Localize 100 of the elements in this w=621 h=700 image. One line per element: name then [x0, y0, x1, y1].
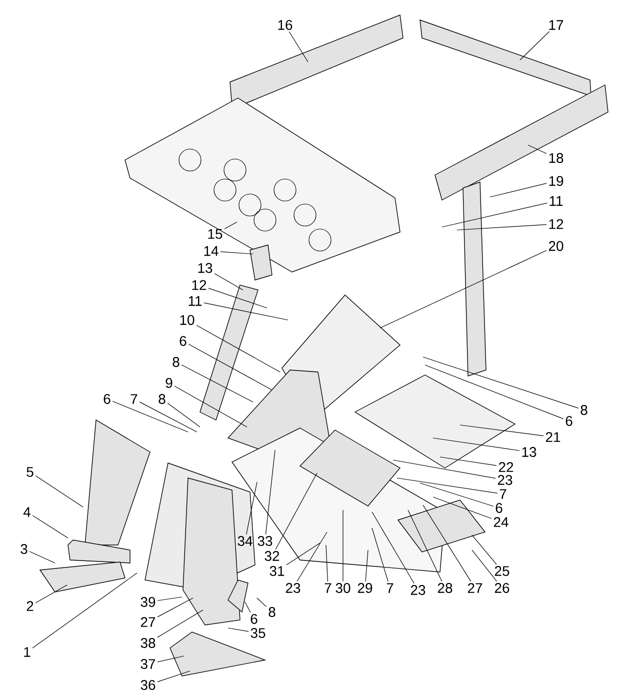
- leader-line: [220, 251, 254, 254]
- callout-number: 6: [496, 503, 502, 513]
- leader-line: [265, 450, 276, 535]
- callout-number: 11: [188, 296, 202, 306]
- callout-number: 34: [238, 536, 252, 546]
- callout-number: 20: [548, 241, 564, 251]
- callout-number: 25: [494, 566, 510, 576]
- callout-number: 36: [140, 680, 156, 690]
- callout-number: 19: [549, 176, 564, 186]
- leader-line: [392, 460, 496, 479]
- callout-number: 6: [180, 336, 186, 346]
- leader-line: [208, 288, 268, 308]
- callout-number: 38: [140, 638, 156, 648]
- callout-number: 27: [468, 583, 482, 593]
- callout-number: 1: [24, 647, 30, 657]
- callout-number: 23: [286, 583, 300, 593]
- callout-number: 29: [358, 583, 372, 593]
- callout-number: 5: [26, 467, 34, 477]
- leader-line: [442, 202, 548, 228]
- leader-line: [326, 544, 328, 582]
- leader-line: [380, 250, 547, 328]
- leader-line: [460, 424, 544, 436]
- leader-line: [224, 222, 238, 230]
- leader-line: [157, 670, 190, 682]
- callout-number: 7: [386, 583, 394, 593]
- leader-line: [32, 515, 68, 538]
- leader-line: [528, 144, 547, 154]
- callout-number: 32: [264, 551, 280, 561]
- callout-number: 35: [250, 628, 266, 638]
- leader-line: [157, 596, 182, 601]
- leader-line: [174, 386, 248, 428]
- leader-line: [456, 224, 547, 230]
- leader-line: [440, 456, 497, 466]
- leader-line: [372, 528, 388, 582]
- leader-line: [372, 512, 414, 584]
- leader-line: [112, 400, 188, 432]
- callout-number: 23: [410, 585, 426, 595]
- callout-number: 12: [192, 280, 206, 290]
- callout-number: 4: [23, 507, 30, 517]
- leader-line: [296, 532, 328, 582]
- callout-number: 2: [26, 601, 34, 611]
- leader-line: [342, 510, 344, 582]
- callout-number: 8: [580, 405, 588, 415]
- callout-number: 16: [278, 20, 292, 30]
- leader-line: [32, 572, 138, 648]
- callout-number: 26: [494, 583, 510, 593]
- leader-line: [256, 598, 267, 608]
- callout-number: 22: [498, 462, 514, 472]
- leader-line: [196, 325, 280, 372]
- callout-number: 12: [549, 219, 564, 229]
- callout-number: 3: [20, 544, 28, 554]
- leader-line: [422, 504, 472, 582]
- callout-number: 10: [180, 315, 194, 325]
- leader-line: [422, 356, 579, 408]
- callout-number: 13: [522, 447, 536, 457]
- leader-line: [244, 602, 251, 613]
- leader-line: [424, 364, 564, 420]
- leader-line: [275, 472, 318, 550]
- leader-line: [204, 302, 288, 320]
- callout-number: 6: [566, 416, 572, 426]
- leader-line: [157, 598, 194, 618]
- leader-line: [432, 496, 492, 519]
- leader-line: [288, 31, 308, 62]
- callout-number: 21: [546, 432, 560, 442]
- leader-line: [520, 31, 550, 60]
- leader-line: [29, 551, 56, 564]
- leader-line: [35, 475, 84, 508]
- callout-number: 37: [140, 659, 156, 669]
- leader-line: [420, 482, 494, 507]
- leader-line: [214, 273, 244, 290]
- callout-number: 7: [130, 394, 138, 404]
- callout-number: 33: [258, 536, 272, 546]
- leader-line: [246, 482, 258, 535]
- callout-number: 23: [498, 475, 512, 485]
- leader-line: [432, 438, 520, 451]
- callout-number: 31: [270, 566, 284, 576]
- leader-line: [286, 542, 320, 566]
- callout-number: 14: [204, 246, 218, 256]
- leader-line: [472, 550, 498, 582]
- callout-number: 18: [549, 153, 564, 163]
- callout-number: 27: [140, 617, 156, 627]
- callout-number: 7: [500, 489, 506, 499]
- callout-number: 6: [250, 614, 258, 624]
- callout-number: 9: [166, 378, 172, 388]
- callout-number: 8: [158, 394, 166, 404]
- leader-line: [365, 550, 368, 582]
- leader-line: [157, 610, 204, 638]
- callout-number: 11: [550, 196, 563, 206]
- leader-line: [396, 478, 498, 494]
- callout-number: 13: [198, 263, 212, 273]
- callout-number: 8: [268, 607, 276, 617]
- leader-line: [167, 402, 200, 428]
- leader-line: [490, 183, 547, 198]
- leader-line: [188, 344, 272, 390]
- callout-number: 24: [494, 517, 508, 527]
- leader-line: [181, 364, 254, 402]
- callout-number: 28: [438, 583, 452, 593]
- leader-line: [472, 534, 497, 565]
- leader-line: [157, 656, 184, 662]
- callout-number: 8: [172, 357, 180, 367]
